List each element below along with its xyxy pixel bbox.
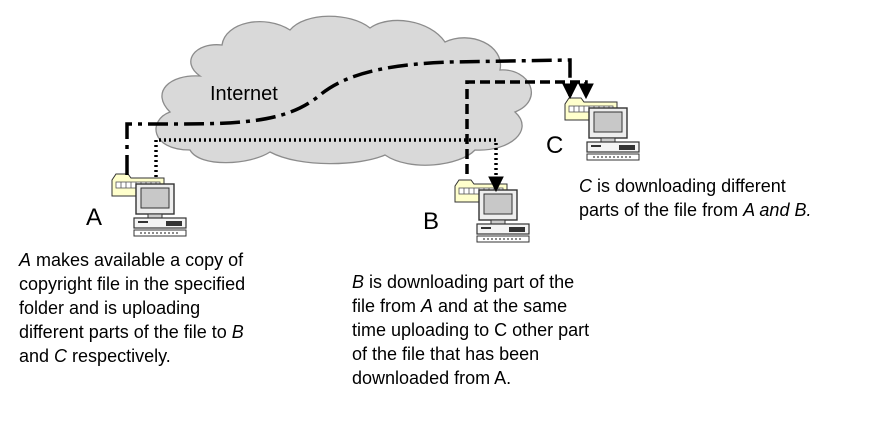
caption-line: downloaded from A.	[352, 366, 589, 390]
caption-line: A makes available a copy of	[19, 248, 245, 272]
caption-text-run: is downloading different	[592, 176, 786, 196]
caption-text-run: file from	[352, 296, 422, 316]
caption-text-run: of the file that has been	[352, 344, 540, 364]
computer-b-icon	[454, 179, 530, 243]
computer-a-icon	[111, 173, 187, 237]
caption-line: folder and is uploading	[19, 296, 245, 320]
caption-text-run: C	[579, 176, 592, 196]
computer-c-icon	[564, 97, 640, 161]
caption-text-run: copyright file in the specified	[19, 274, 246, 294]
caption-text-run: B	[352, 272, 365, 292]
caption-text-run: folder and is uploading	[19, 298, 201, 318]
link-b-to-c-dashed	[465, 80, 594, 174]
caption-line: of the file that has been	[352, 342, 589, 366]
caption-line: parts of the file from A and B.	[579, 198, 811, 222]
caption-line: file from A and at the same	[352, 294, 589, 318]
caption-line: and C respectively.	[19, 344, 245, 368]
caption-line: C is downloading different	[579, 174, 811, 198]
caption-line: B is downloading part of the	[352, 270, 589, 294]
caption-text-run: A	[421, 296, 434, 316]
caption-text-run: parts of the file from	[579, 200, 744, 220]
caption-line: time uploading to C other part	[352, 318, 589, 342]
caption-text-run: B	[231, 322, 244, 342]
caption-text-run: is downloading part of the	[364, 272, 575, 292]
caption-text-run: respectively.	[67, 346, 171, 366]
caption-text-run: A	[19, 250, 32, 270]
link-a-to-b-dotted	[154, 138, 504, 193]
caption-text-run: and at the same	[433, 296, 568, 316]
caption-text-run: and	[19, 346, 55, 366]
node-b-label: B	[423, 208, 440, 235]
caption-line: copyright file in the specified	[19, 272, 245, 296]
caption-line: different parts of the file to B	[19, 320, 245, 344]
caption-text-run: C	[54, 346, 68, 366]
caption-text-run: time uploading to C other part	[352, 320, 590, 340]
internet-label: Internet	[210, 83, 278, 105]
internet-cloud	[155, 15, 532, 166]
caption-text-run: different parts of the file to	[19, 322, 232, 342]
caption-text-run: makes available a copy of	[31, 250, 244, 270]
node-a-label: A	[86, 204, 103, 231]
node-c-label: C	[546, 132, 564, 159]
caption-text-run: A and B.	[743, 200, 812, 220]
caption-text-run: downloaded from A.	[352, 368, 512, 388]
